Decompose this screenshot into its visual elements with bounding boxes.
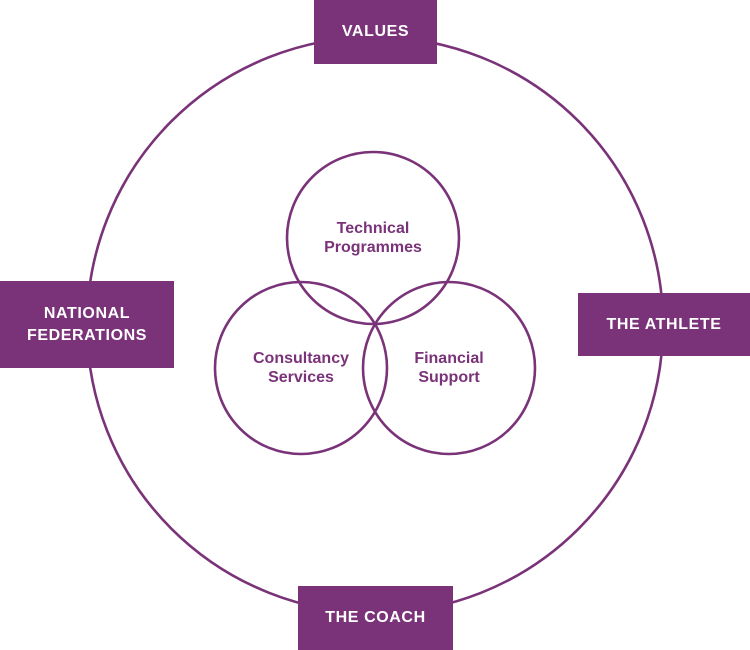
the-athlete-label: THE ATHLETE (606, 315, 722, 333)
national-federations-label: NATIONAL FEDERATIONS (26, 304, 148, 344)
the-coach-label: THE COACH (325, 609, 426, 626)
inner-circle-left (213, 280, 389, 456)
values-label: VALUES (341, 23, 410, 40)
national-federations-box: NATIONAL FEDERATIONS (0, 281, 174, 368)
financial-support-label: Financial Support (414, 350, 484, 386)
inner-circle-top (285, 150, 461, 326)
technical-programmes-label: Technical Programmes (324, 220, 422, 256)
inner-circle-right (361, 280, 537, 456)
the-athlete-box: THE ATHLETE (578, 293, 750, 356)
values-box: VALUES (314, 0, 437, 64)
consultancy-services-label: Consultancy Services (252, 350, 349, 386)
the-coach-box: THE COACH (298, 586, 453, 650)
